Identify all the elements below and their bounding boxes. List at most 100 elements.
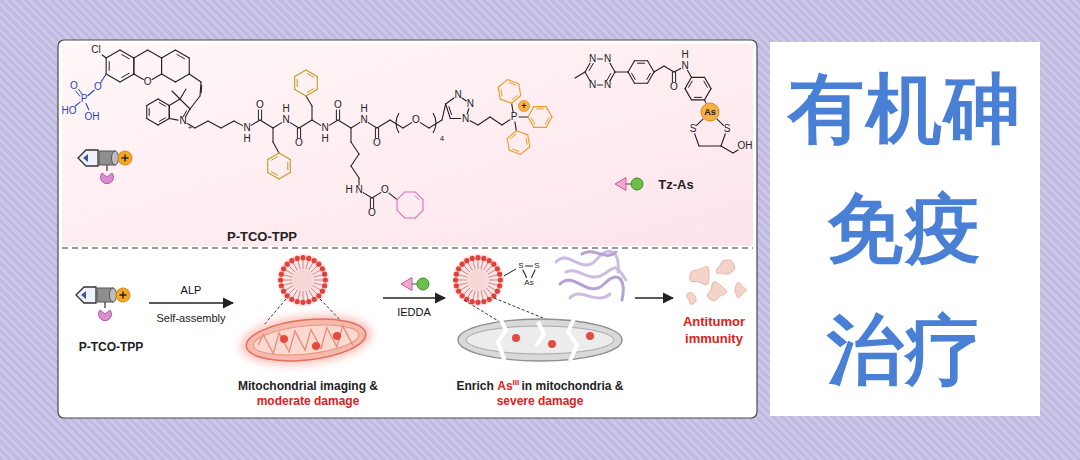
lipid-tail xyxy=(487,285,495,290)
lipid-head xyxy=(289,258,294,263)
atom-label: N xyxy=(681,61,688,71)
aromatic-bond xyxy=(537,108,544,109)
lipid-tail xyxy=(473,260,475,269)
aromatic-bond xyxy=(177,54,185,58)
atom-label: N xyxy=(282,115,289,125)
chem-bond xyxy=(500,99,511,103)
lipid-tail xyxy=(303,260,304,269)
chem-bond xyxy=(648,61,655,72)
stage-caption: P-TCO-TPP xyxy=(79,340,144,356)
chem-bond xyxy=(134,50,148,58)
debris-blob xyxy=(707,282,726,301)
double-bond xyxy=(336,110,337,120)
double-bond xyxy=(672,72,673,82)
chem-bond xyxy=(546,117,552,127)
chem-bond xyxy=(311,106,312,120)
aromatic-bond xyxy=(287,162,288,169)
nanoparticle-dot xyxy=(333,332,341,340)
lipid-head xyxy=(470,256,475,261)
chem-bond xyxy=(169,106,170,119)
protein-ribbon xyxy=(556,251,626,300)
chem-bond xyxy=(450,118,460,119)
chem-bond xyxy=(512,95,521,103)
protein-strand xyxy=(566,268,626,280)
chem-bond xyxy=(338,120,351,128)
lipid-tail xyxy=(306,260,308,269)
atom-label: O xyxy=(144,77,152,87)
chem-bond xyxy=(687,70,691,77)
lipid-head xyxy=(312,258,317,263)
double-bond xyxy=(300,128,301,138)
stage-node: Mitochondrial imaging &moderate damage xyxy=(233,256,383,410)
chem-bond xyxy=(515,122,517,131)
nanoparticle-dot xyxy=(280,335,288,343)
chem-bond xyxy=(175,50,189,58)
aromatic-bond xyxy=(159,118,165,122)
lipid-head xyxy=(475,300,480,305)
mito-crack xyxy=(536,322,544,346)
aromatic-bond xyxy=(109,62,110,71)
chem-bond xyxy=(350,128,351,142)
aromatic-bond xyxy=(122,73,130,77)
chem-bond xyxy=(507,131,516,139)
lipid-head xyxy=(279,283,284,288)
chem-bond xyxy=(102,55,106,58)
aromatic-bond xyxy=(201,85,203,93)
chem-bond xyxy=(512,103,514,112)
damaged-mitochondrion xyxy=(458,318,622,362)
chem-bond xyxy=(377,120,390,128)
lipid-tail xyxy=(458,280,467,281)
chem-bond xyxy=(442,104,446,120)
lipid-head xyxy=(481,299,486,304)
lipid-tail xyxy=(289,288,296,295)
aromatic-bond xyxy=(509,83,515,85)
chem-bond xyxy=(200,82,201,96)
chem-bond xyxy=(306,96,312,106)
atom-label: O xyxy=(70,81,78,91)
lipid-tail xyxy=(314,275,323,277)
double-bond xyxy=(297,128,298,138)
nanoparticle-dot xyxy=(548,340,556,348)
lipid-head xyxy=(316,262,321,267)
atom-label: As xyxy=(704,108,716,117)
lipid-head xyxy=(279,272,284,277)
micelle-core xyxy=(293,270,313,290)
atom-label: O xyxy=(94,82,102,92)
double-bond xyxy=(76,91,80,96)
lipid-tail xyxy=(489,275,498,277)
caption-text: in mitochondria & xyxy=(521,379,623,393)
probe-cartoon xyxy=(78,150,132,184)
probe-head xyxy=(76,287,96,303)
chem-bond xyxy=(148,50,162,58)
atom-label: H xyxy=(345,185,352,195)
chem-bond xyxy=(615,71,628,72)
lipid-head xyxy=(306,256,311,261)
chem-bond xyxy=(721,134,725,146)
chem-bond xyxy=(664,66,674,72)
aromatic-bond xyxy=(647,73,651,79)
lipid-head xyxy=(320,289,325,294)
structure-label: P-TCO-TPP xyxy=(227,230,297,243)
atom-label: + xyxy=(521,102,526,111)
chem-bond xyxy=(351,142,359,154)
lipid-tail xyxy=(308,289,313,297)
lipid-head xyxy=(316,293,321,298)
lipid-head xyxy=(278,277,283,282)
chem-bond xyxy=(180,89,186,99)
lipid-head xyxy=(475,255,480,260)
chem-bond xyxy=(134,74,144,80)
lipid-head xyxy=(320,266,325,271)
connectors xyxy=(149,298,673,303)
lipid-tail xyxy=(481,291,483,300)
edge-label: IEDDA xyxy=(397,307,431,318)
chem-bond xyxy=(279,173,290,180)
chem-bond xyxy=(648,72,655,83)
atom-label: N xyxy=(589,54,596,64)
aromatic-bond xyxy=(694,97,701,98)
chem-bond xyxy=(733,150,738,153)
stage-node: P-TCO-TPP xyxy=(73,280,149,356)
micelle xyxy=(277,254,329,306)
atom-label: S xyxy=(690,124,697,134)
chem-bond xyxy=(351,166,359,178)
chem-bond xyxy=(86,104,89,110)
